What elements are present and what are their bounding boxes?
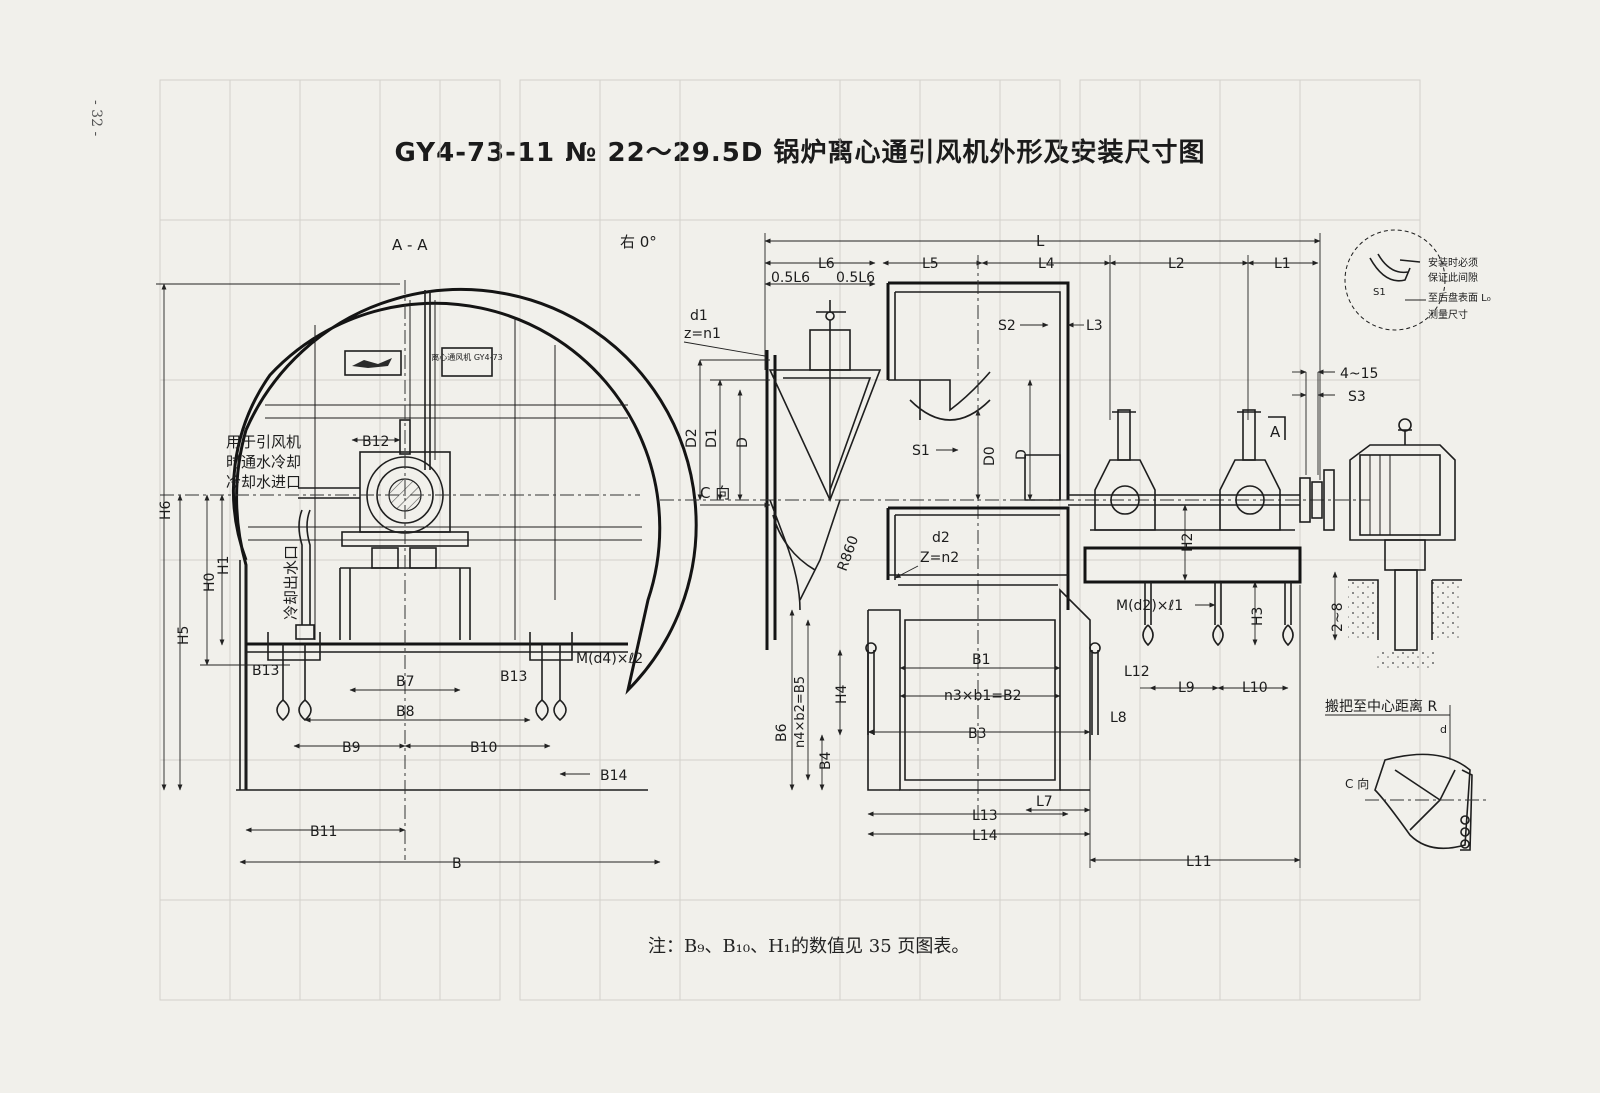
- motor: [1349, 418, 1456, 651]
- dim-b8: B8: [396, 704, 415, 720]
- dim-b13-right: B13: [500, 669, 527, 685]
- dim-b10: B10: [470, 740, 497, 756]
- dim-d1-inlet: D1: [704, 428, 720, 448]
- handle-c-direction: C 向: [1345, 776, 1369, 791]
- dim-z-n1: z=n1: [684, 326, 721, 342]
- dim-s1: S1: [912, 443, 930, 459]
- cooling-inlet-line-3: 冷却水进口: [226, 473, 301, 491]
- rotation-label: 右 0°: [620, 233, 657, 251]
- dim-half-l6-b: 0.5L6: [836, 270, 875, 286]
- dim-b7: B7: [396, 674, 415, 690]
- dim-b: B: [452, 856, 462, 872]
- model-nameplate: [441, 347, 493, 377]
- anchor-bolt-spec: M(d4)×ℓ2: [576, 651, 643, 667]
- outlet-box: [886, 281, 1070, 500]
- dim-d2-outlet: d2: [932, 530, 950, 546]
- pedestal-anchor-spec: M(d2)×ℓ1: [1116, 598, 1183, 614]
- dim-l5: L5: [922, 256, 939, 272]
- handle-detail-d: d: [1440, 723, 1447, 736]
- dim-h4: H4: [834, 684, 850, 704]
- dim-b2: n3×b1=B2: [944, 688, 1022, 704]
- dim-b5: n4×b2=B5: [793, 676, 808, 748]
- clearance-note-4: 测量尺寸: [1428, 308, 1468, 321]
- logo-icon: [352, 358, 392, 368]
- coupling: [1299, 469, 1335, 531]
- dim-l4: L4: [1038, 256, 1055, 272]
- lower-duct: [886, 506, 1070, 610]
- dim-h5: H5: [176, 626, 192, 645]
- dim-b4: B4: [818, 751, 834, 770]
- dim-h0: H0: [202, 573, 218, 592]
- drawing-title: GY4-73-11 № 22～29.5D 锅炉离心通引风机外形及安装尺寸图: [394, 138, 1206, 168]
- dim-half-l6-a: 0.5L6: [771, 270, 810, 286]
- bearing-pedestal-1: [1094, 409, 1156, 531]
- dim-l2: L2: [1168, 256, 1185, 272]
- dim-d-inlet: D: [735, 437, 751, 448]
- duct-anchor-left: [865, 642, 877, 735]
- duct-anchor-right: [1089, 642, 1101, 735]
- dim-l14: L14: [972, 828, 998, 844]
- view-c-direction: C 向: [700, 484, 730, 502]
- dim-d0: D0: [982, 446, 998, 466]
- dim-s2: S2: [998, 318, 1016, 334]
- handle-detail-title: 搬把至中心距离 R: [1325, 698, 1437, 715]
- clearance-note-3: 至后盘表面 L₀: [1428, 291, 1491, 304]
- footnote: 注：B₉、B₁₀、H₁的数值见 35 页图表。: [648, 936, 970, 957]
- logo-plate: [344, 350, 402, 376]
- dim-l3: L3: [1086, 318, 1103, 334]
- dim-d1-flange: d1: [690, 308, 708, 324]
- dim-b6: B6: [774, 723, 790, 742]
- cooling-inlet-line-1: 用于引风机: [226, 433, 301, 451]
- dim-h2: H2: [1180, 533, 1196, 552]
- dim-gap-range: 4~15: [1340, 366, 1378, 382]
- dim-l9: L9: [1178, 680, 1195, 696]
- detail-s1: S1: [1373, 287, 1386, 298]
- dim-b9: B9: [342, 740, 361, 756]
- clearance-note-2: 保证此间隙: [1428, 271, 1478, 284]
- section-label: A - A: [392, 236, 428, 254]
- dim-d-wheel: D: [1014, 449, 1030, 460]
- dim-2-8: 2~8: [1330, 602, 1346, 632]
- dim-b3: B3: [968, 726, 987, 742]
- dim-d2-inlet: D2: [684, 428, 700, 448]
- dim-h1: H1: [216, 556, 232, 575]
- dim-b13-left: B13: [252, 663, 279, 679]
- side-view: L L6 L5 L4 L2 L1 0.5L6 0.5L6 R860 d1 z=n…: [660, 232, 1462, 870]
- dim-z-n2: Z=n2: [920, 550, 959, 566]
- dim-l1: L1: [1274, 256, 1291, 272]
- dim-l13: L13: [972, 808, 998, 824]
- dim-l10: L10: [1242, 680, 1268, 696]
- model-nameplate-text: 离心通风机 GY4-73: [431, 352, 502, 362]
- dim-s3: S3: [1348, 389, 1366, 405]
- dim-l: L: [1036, 232, 1045, 250]
- section-marker-a: A: [1270, 423, 1281, 441]
- section-view-a-a: A - A 右 0° 离心通风机 GY4-73: [156, 233, 698, 872]
- dim-l12: L12: [1124, 664, 1150, 680]
- radius-r860: R860: [835, 534, 863, 574]
- dim-h6: H6: [158, 500, 174, 520]
- dim-b1: B1: [972, 652, 991, 668]
- dim-l11: L11: [1186, 854, 1212, 870]
- detail-handle: 搬把至中心距离 R d C 向: [1325, 698, 1490, 851]
- dim-l6: L6: [818, 256, 835, 272]
- anchor-bolt-left: [267, 632, 321, 722]
- clearance-note-1: 安装时必须: [1428, 256, 1478, 269]
- anchor-bolt-right: [529, 632, 573, 722]
- detail-clearance: S1 安装时必须 保证此间隙 至后盘表面 L₀ 测量尺寸: [1344, 229, 1491, 331]
- dim-b11: B11: [310, 824, 337, 840]
- dim-l7: L7: [1036, 794, 1053, 810]
- cooling-outlet-label: 冷却出水口: [282, 545, 300, 620]
- dim-b12: B12: [362, 434, 389, 450]
- volute-casing: [231, 288, 698, 790]
- dim-l8: L8: [1110, 710, 1127, 726]
- dim-b14: B14: [600, 768, 628, 784]
- motor-foundation: [1348, 579, 1462, 670]
- cooling-inlet-line-2: 时通水冷却: [226, 453, 301, 471]
- dim-h3: H3: [1250, 607, 1266, 626]
